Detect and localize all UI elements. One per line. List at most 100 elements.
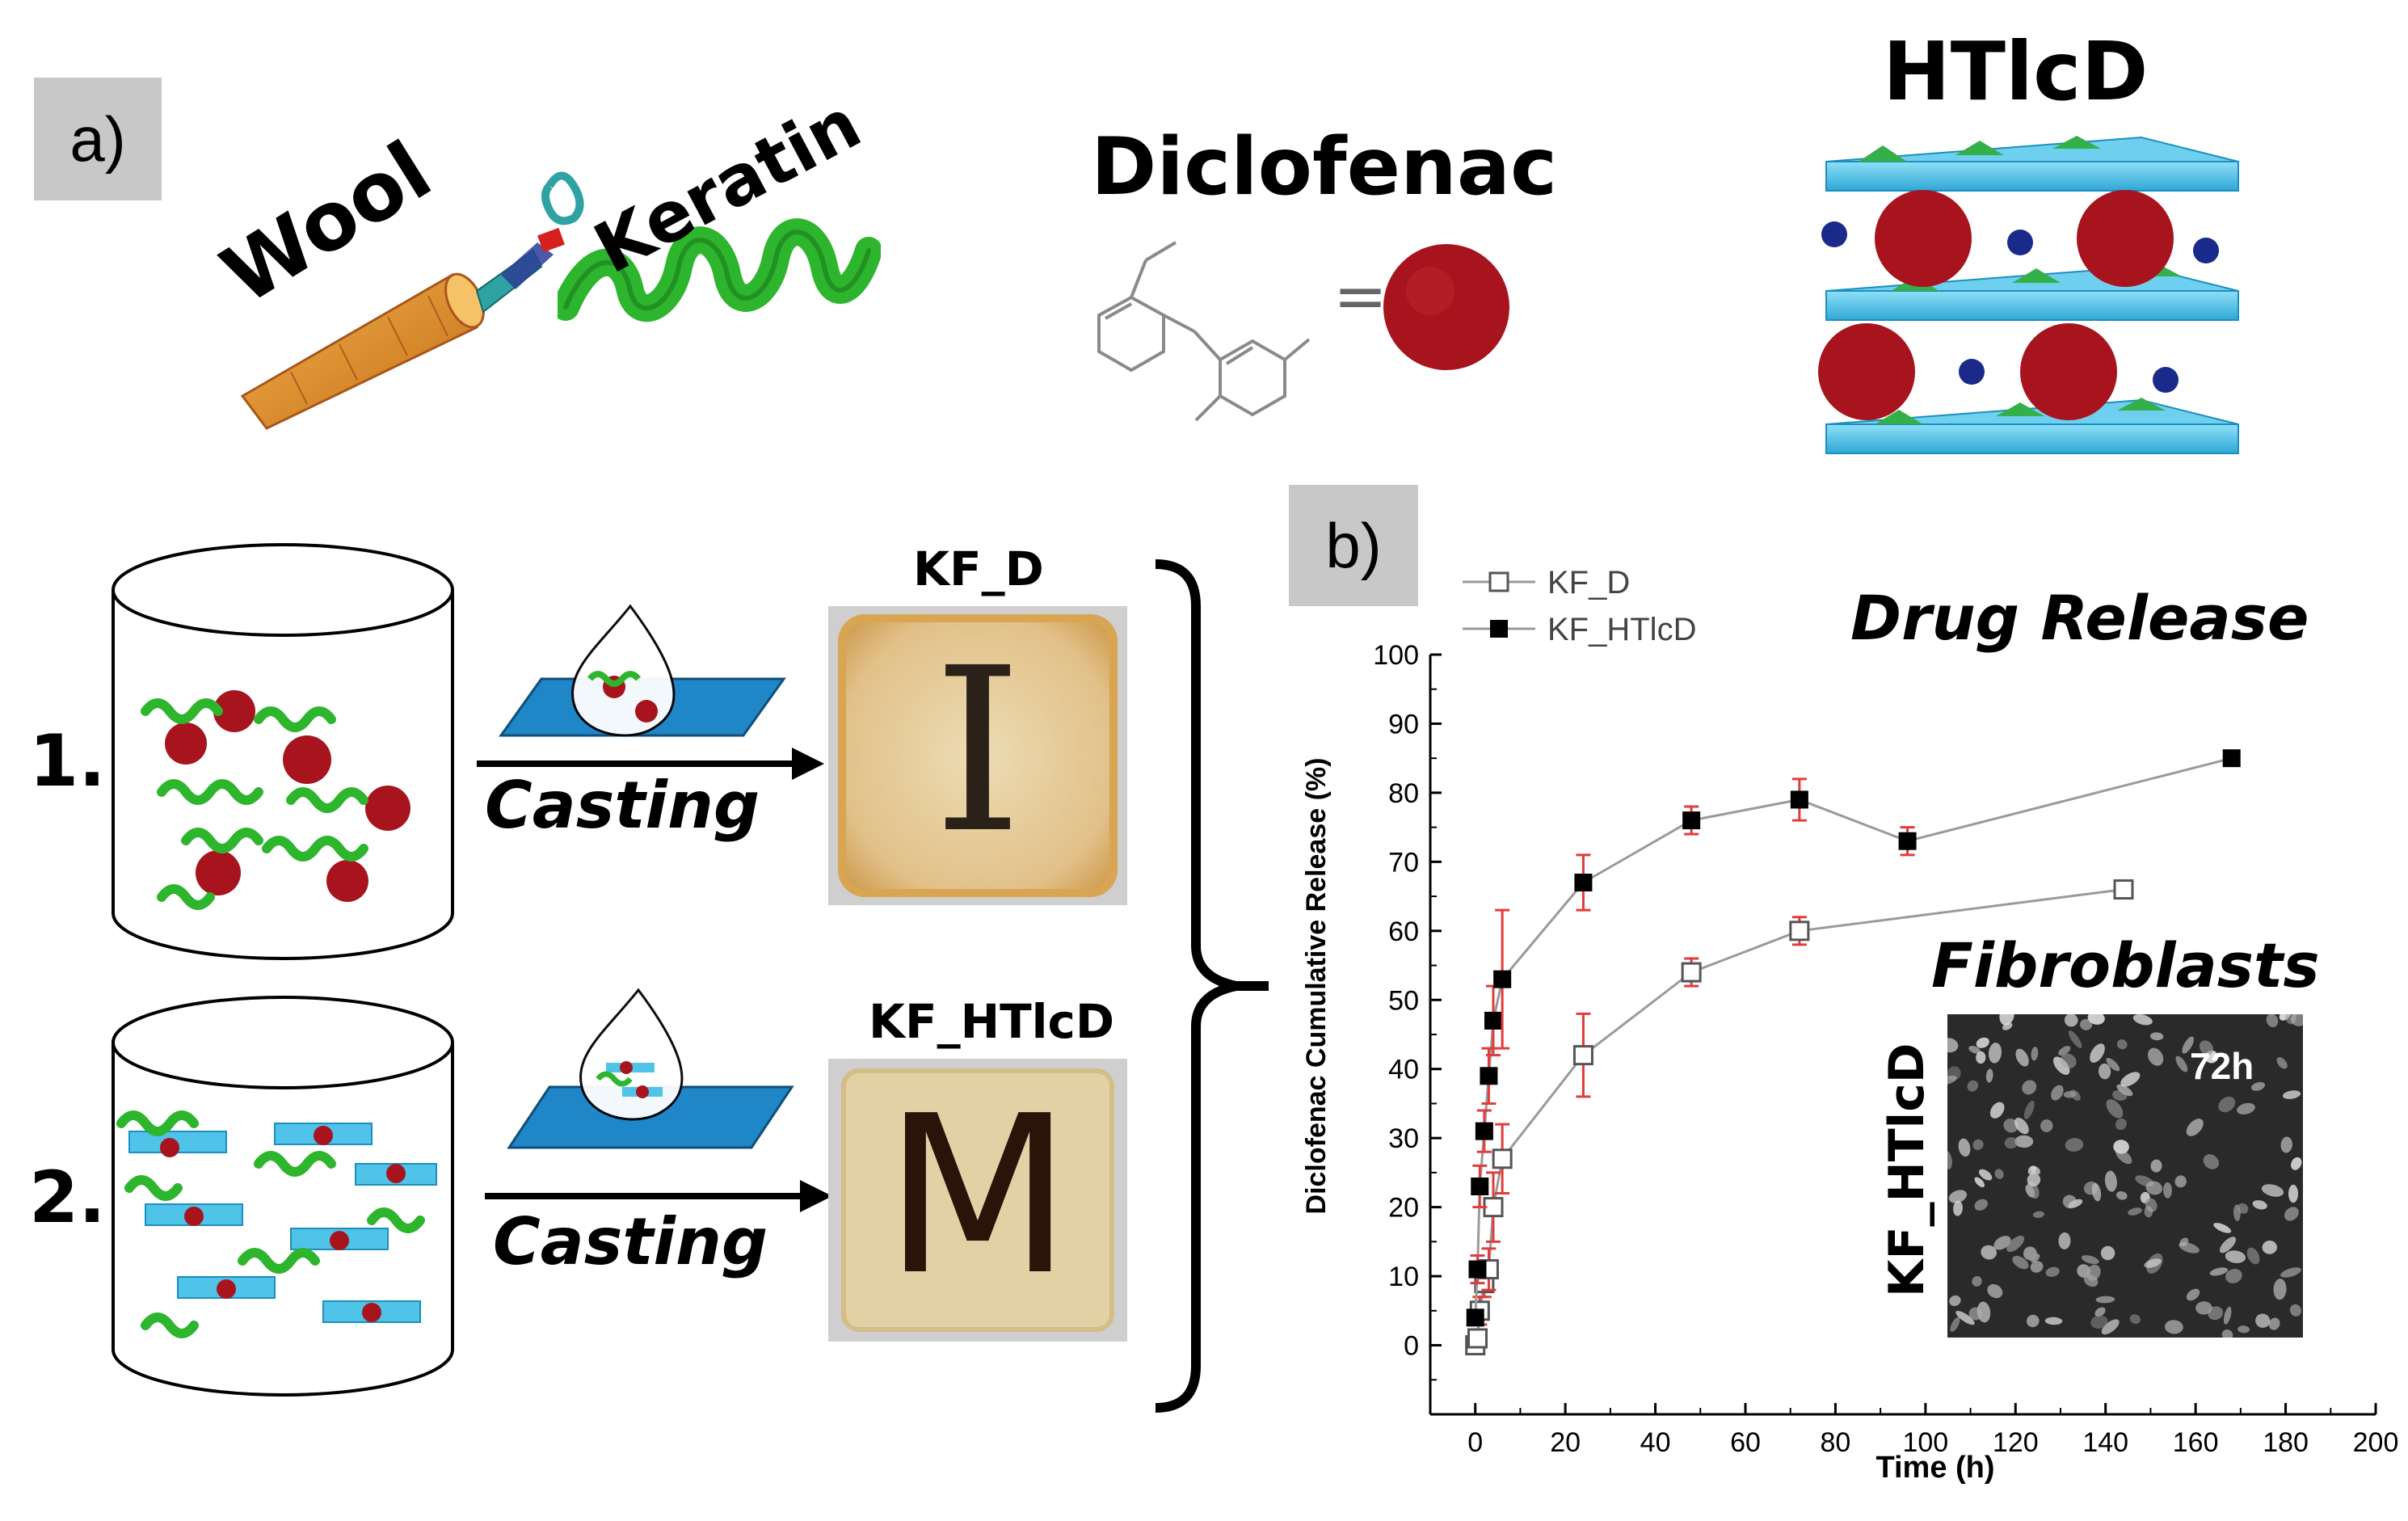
beaker-1-keratin-diclofenac (112, 543, 454, 960)
cell-nucleus (1949, 1295, 1961, 1307)
cell-nucleus (2058, 1046, 2071, 1056)
cell-nucleus (2098, 1063, 2111, 1080)
cell-nucleus (2106, 1099, 2124, 1119)
cell-nucleus (1981, 1245, 1998, 1260)
cell-nucleus (2090, 1043, 2105, 1063)
inset-time-label: 72h (2190, 1045, 2254, 1087)
cell-nucleus (2030, 1253, 2040, 1263)
cell-nucleus (2026, 1314, 2040, 1328)
cell-nucleus (1947, 1038, 1959, 1053)
cell-nucleus (2083, 1181, 2099, 1195)
cell-nucleus (2006, 1235, 2025, 1253)
cell-nucleus (2218, 1096, 2236, 1113)
cell-nucleus (1972, 1275, 1982, 1287)
drug-sphere-icon (1383, 244, 1509, 370)
cell-nucleus (2147, 1047, 2164, 1066)
chart-series (1465, 749, 2241, 1356)
cell-nucleus (2014, 1135, 2034, 1148)
cell-nucleus (2250, 1081, 2266, 1091)
cell-nucleus (2027, 1173, 2041, 1187)
series-KF_HTlcD (1466, 749, 2241, 1327)
x-axis-label: Time (h) (1875, 1451, 1994, 1485)
cell-nucleus (2062, 1194, 2078, 1209)
x-tick-label: 40 (1640, 1427, 1671, 1458)
cell-nucleus (2023, 1100, 2035, 1119)
cell-nucleus (2065, 1138, 2084, 1152)
x-tick-label: 80 (1821, 1427, 1851, 1458)
y-tick-label: 100 (1373, 640, 1419, 671)
data-point-KF_D (1789, 921, 1810, 942)
cell-nucleus (2213, 1223, 2232, 1233)
cell-nucleus (2182, 1036, 2194, 1054)
x-tick-label: 20 (1550, 1427, 1581, 1458)
cell-nucleus (1950, 1317, 1960, 1332)
data-point-KF_D (1492, 1148, 1513, 1169)
cell-nucleus (2051, 1085, 2064, 1101)
film-1-photo: I (828, 606, 1127, 905)
casting-1-label: Casting (485, 768, 760, 843)
cell-nucleus (2064, 1014, 2078, 1027)
diclofenac-molecule-structure (1097, 241, 1311, 422)
cell-nucleus (2288, 1184, 2298, 1203)
cell-nucleus (1968, 1046, 1981, 1054)
cell-nucleus (2252, 1200, 2267, 1210)
panel-b-label: b) (1289, 485, 1418, 606)
cell-nucleus (2255, 1313, 2271, 1328)
cell-nucleus (2203, 1154, 2219, 1169)
cell-nucleus (2094, 1307, 2106, 1317)
y-tick-label: 80 (1388, 778, 1419, 809)
cell-nucleus (2058, 1232, 2071, 1249)
cell-nucleus (1974, 1177, 1985, 1188)
cell-nucleus (2014, 1117, 2029, 1135)
cell-nucleus (2087, 1014, 2105, 1025)
y-tick-label: 60 (1388, 916, 1419, 947)
film-2-photo: M (828, 1059, 1127, 1342)
cell-nucleus (1989, 1102, 2005, 1119)
diclofenac-title: Diclofenac (1091, 121, 1558, 213)
data-point-KF_HTlcD (1682, 811, 1701, 830)
cell-nucleus (2237, 1203, 2249, 1214)
cell-nucleus (2284, 1207, 2299, 1221)
cell-nucleus (2145, 1181, 2163, 1195)
data-point-KF_HTlcD (1468, 1260, 1487, 1279)
legend-marker (1490, 620, 1508, 638)
cell-nucleus (2100, 1245, 2115, 1261)
cell-nucleus (2282, 1090, 2301, 1099)
cell-nucleus (2237, 1102, 2255, 1114)
cell-nucleus (2149, 1032, 2164, 1041)
panel-a-label-text: a) (69, 103, 126, 175)
cell-nucleus (2044, 1317, 2063, 1325)
cell-nucleus (2175, 1055, 2188, 1072)
equals-sign: = (1333, 259, 1388, 334)
cell-nucleus (1947, 1075, 1957, 1085)
cell-nucleus (2115, 1190, 2128, 1200)
data-point-KF_HTlcD (1574, 874, 1593, 891)
cell-nucleus (2132, 1014, 2153, 1026)
film-1-label: KF_D (913, 541, 1044, 596)
cell-nucleus (2179, 1242, 2200, 1253)
cell-nucleus (2266, 1014, 2279, 1028)
cell-nucleus (1953, 1200, 1963, 1216)
cell-nucleus (2150, 1159, 2162, 1173)
cell-nucleus (2261, 1184, 2284, 1197)
data-point-KF_HTlcD (1475, 1122, 1493, 1140)
x-tick-label: 200 (2353, 1427, 2399, 1458)
cell-nucleus (2116, 1084, 2133, 1097)
cell-nucleus (2015, 1048, 2029, 1067)
cell-nucleus (1987, 1283, 2003, 1299)
cell-nucleus (2115, 1118, 2127, 1131)
cell-nucleus (2174, 1175, 2187, 1188)
cell-nucleus (2268, 1317, 2280, 1330)
cell-nucleus (2120, 1072, 2141, 1087)
cell-nucleus (2280, 1136, 2292, 1153)
cell-nucleus (1958, 1138, 1971, 1157)
film-2-label: KF_HTlcD (869, 994, 1115, 1049)
cell-nucleus (2106, 1058, 2120, 1072)
y-tick-label: 90 (1388, 709, 1419, 739)
y-tick-label: 40 (1388, 1055, 1419, 1085)
data-point-KF_HTlcD (1484, 1011, 1502, 1030)
cell-nucleus (2186, 1119, 2204, 1136)
cell-nucleus (2209, 1267, 2229, 1276)
cell-nucleus (2113, 1140, 2129, 1154)
cell-nucleus (2289, 1304, 2301, 1317)
